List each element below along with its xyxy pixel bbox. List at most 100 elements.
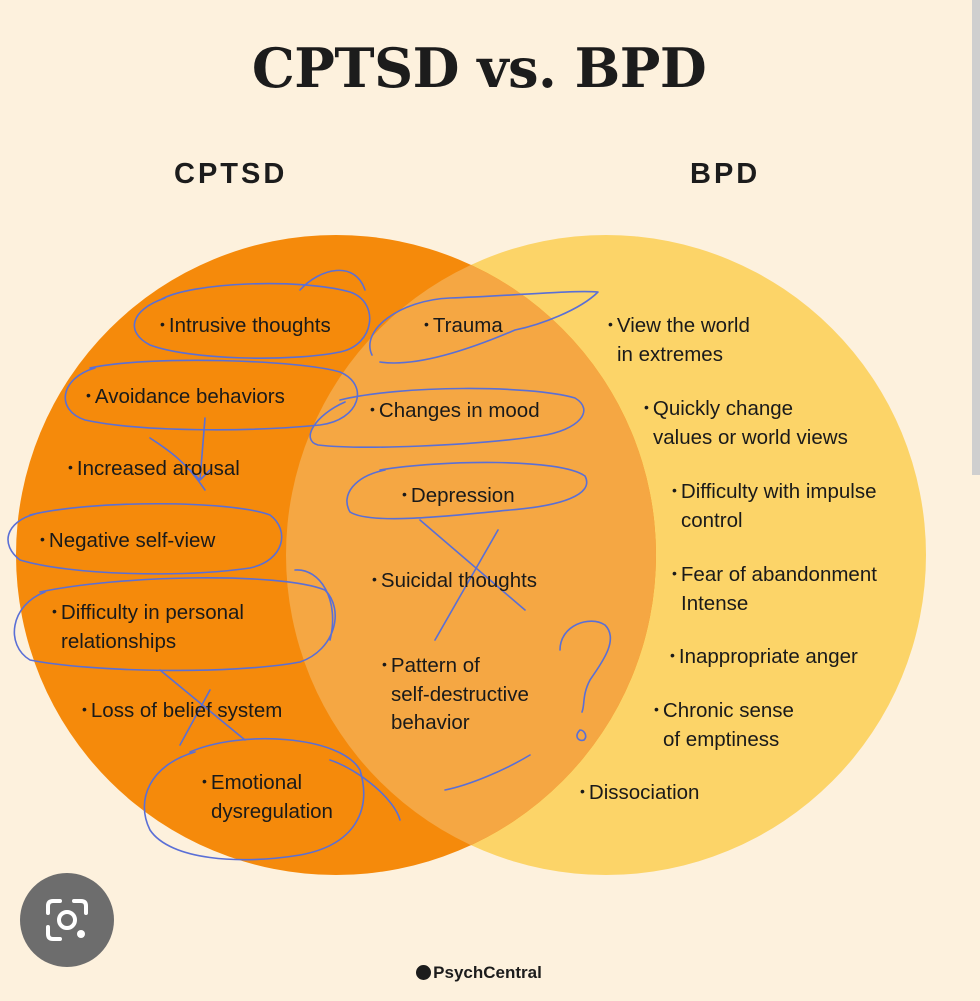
- bpd-item-line: of emptiness: [654, 726, 794, 754]
- bullet-icon: •: [202, 773, 207, 789]
- cptsd-item-line: dysregulation: [202, 798, 333, 826]
- shared-item-line: behavior: [382, 709, 529, 737]
- bullet-icon: •: [86, 387, 91, 403]
- bpd-item: •Dissociation: [580, 779, 699, 808]
- scribble-line-pattern: [444, 754, 531, 791]
- cptsd-item: •Avoidance behaviors: [86, 383, 285, 412]
- bpd-item: •Chronic sense of emptiness: [654, 697, 794, 754]
- bullet-icon: •: [160, 316, 165, 332]
- shared-item-line: •Depression: [402, 482, 515, 511]
- bullet-icon: •: [672, 482, 677, 498]
- bpd-item-text: values or world views: [653, 426, 848, 449]
- bullet-icon: •: [608, 316, 613, 332]
- bpd-item-text: in extremes: [617, 343, 723, 366]
- scribble-circle-changes-mood: [309, 387, 585, 448]
- cptsd-item-line: •Intrusive thoughts: [160, 312, 331, 341]
- cptsd-item-line: •Increased arousal: [68, 455, 240, 484]
- scribble-cross-loss-belief: [159, 669, 246, 746]
- cptsd-item: •Negative self-view: [40, 527, 215, 556]
- bullet-icon: •: [424, 316, 429, 332]
- cptsd-item-text: Emotional: [210, 771, 303, 794]
- overlap-region: [286, 235, 656, 875]
- cptsd-set-label: CPTSD: [174, 158, 288, 190]
- scribble-circle-difficulty: [13, 577, 336, 672]
- bpd-item-line: •Quickly change: [644, 395, 848, 424]
- shared-item-text: Trauma: [432, 314, 503, 337]
- scribble-arrow-avoidance: [149, 417, 211, 491]
- page-title: CPTSD vs. BPD: [251, 36, 707, 100]
- cptsd-item-line: •Loss of belief system: [82, 697, 282, 726]
- footer-brand: PsychCentral: [433, 963, 542, 982]
- cptsd-item: •Intrusive thoughts: [160, 312, 331, 341]
- scribble-circle-emotional: [143, 738, 365, 861]
- bpd-item-text: Inappropriate anger: [678, 645, 858, 668]
- bpd-item-line: •Fear of abandonment: [672, 561, 877, 590]
- lens-button[interactable]: [20, 873, 114, 967]
- scribble-tail-emotional: [329, 759, 401, 821]
- shared-item-line: •Changes in mood: [370, 397, 540, 426]
- bullet-icon: •: [670, 647, 675, 663]
- bpd-item-text: Intense: [681, 592, 749, 615]
- bpd-set-label: BPD: [690, 158, 761, 190]
- bullet-icon: •: [68, 459, 73, 475]
- shared-item-line: •Pattern of: [382, 652, 529, 681]
- shared-item-text: self-destructive: [391, 683, 529, 706]
- cptsd-item-text: dysregulation: [211, 800, 333, 823]
- bullet-icon: •: [82, 701, 87, 717]
- bullet-icon: •: [382, 656, 387, 672]
- bpd-item-text: Quickly change: [652, 397, 794, 420]
- cptsd-item-line: •Avoidance behaviors: [86, 383, 285, 412]
- cptsd-item-text: Negative self-view: [48, 529, 216, 552]
- shared-item: •Depression: [402, 482, 515, 511]
- bpd-item-line: Intense: [672, 590, 877, 618]
- cptsd-item: •Loss of belief system: [82, 697, 282, 726]
- scribble-circle-trauma: [369, 290, 599, 364]
- bpd-item-text: Fear of abandonment: [680, 563, 877, 586]
- scribble-circle-negative: [7, 502, 283, 575]
- cptsd-item-text: Difficulty in personal: [60, 601, 244, 624]
- scribble-circle-avoidance: [64, 359, 359, 431]
- shared-item-text: Depression: [410, 484, 515, 507]
- bpd-item: •Inappropriate anger: [670, 643, 858, 672]
- shared-item-text: Pattern of: [390, 654, 480, 677]
- bpd-item-line: in extremes: [608, 341, 750, 369]
- cptsd-item: •Increased arousal: [68, 455, 240, 484]
- bullet-icon: •: [654, 701, 659, 717]
- bpd-item-text: Difficulty with impulse: [680, 480, 877, 503]
- shared-item-line: •Suicidal thoughts: [372, 567, 537, 596]
- bpd-item-line: •View the world: [608, 312, 750, 341]
- bpd-item-text: of emptiness: [663, 728, 780, 751]
- scribble-question-mark: [559, 620, 612, 742]
- bullet-icon: •: [580, 783, 585, 799]
- bullet-icon: •: [672, 565, 677, 581]
- bpd-item-text: control: [681, 509, 743, 532]
- scribble-cross-suicidal: [419, 519, 526, 641]
- shared-item: •Changes in mood: [370, 397, 540, 426]
- bullet-icon: •: [370, 401, 375, 417]
- psychcentral-logo-icon: [416, 965, 432, 980]
- bpd-item-line: •Inappropriate anger: [670, 643, 858, 672]
- bpd-item-text: Dissociation: [588, 781, 700, 804]
- cptsd-item-text: Intrusive thoughts: [168, 314, 331, 337]
- cptsd-item-text: Loss of belief system: [90, 699, 283, 722]
- cptsd-item-line: •Negative self-view: [40, 527, 215, 556]
- bpd-item-text: Chronic sense: [662, 699, 794, 722]
- shared-item-text: Suicidal thoughts: [380, 569, 538, 592]
- bullet-icon: •: [644, 399, 649, 415]
- shared-item-text: Changes in mood: [378, 399, 540, 422]
- psychcentral-logo: PsychCentral: [0, 963, 958, 983]
- bullet-icon: •: [52, 603, 57, 619]
- shared-item: •Trauma: [424, 312, 503, 341]
- shared-item-line: •Trauma: [424, 312, 503, 341]
- scrollbar[interactable]: [972, 0, 980, 475]
- bpd-item-line: •Difficulty with impulse: [672, 478, 876, 507]
- bullet-icon: •: [402, 486, 407, 502]
- bpd-item-line: control: [672, 507, 876, 535]
- handwritten-annotations: [7, 269, 612, 861]
